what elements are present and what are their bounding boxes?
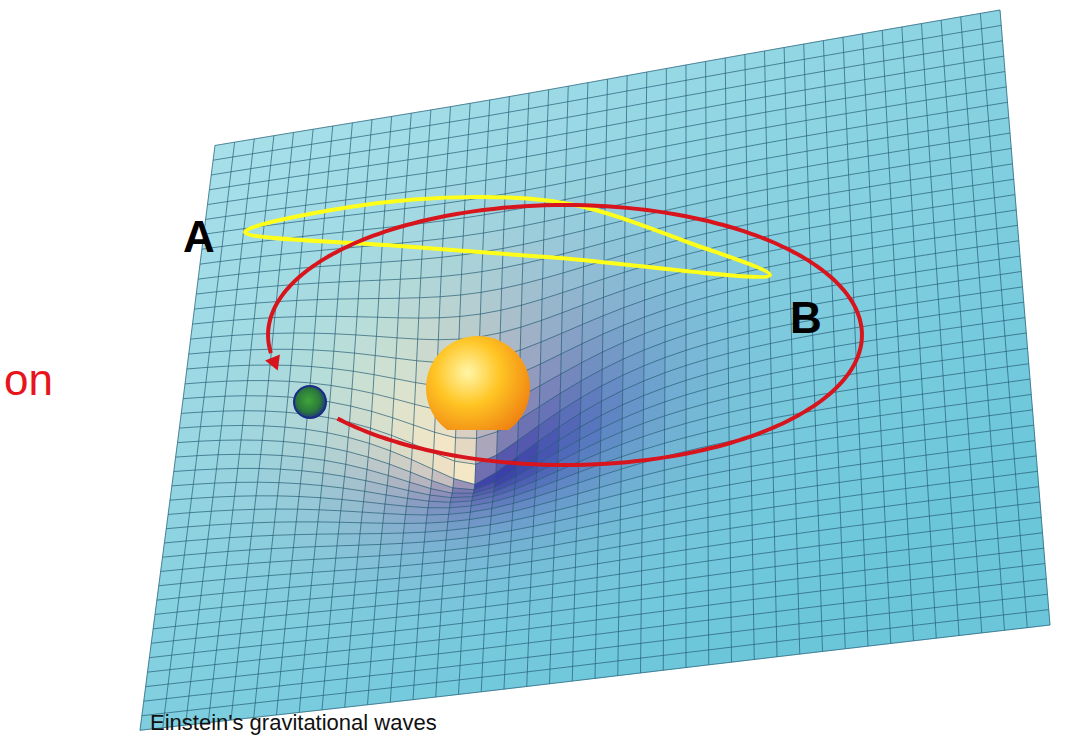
sun <box>426 336 530 430</box>
point-label: B <box>790 296 822 340</box>
spacetime-sheet <box>140 10 1050 730</box>
orbit-arrowhead <box>265 355 280 371</box>
point-label: A <box>183 215 215 259</box>
planet <box>294 386 326 418</box>
slide-text: on <box>4 358 53 402</box>
caption: Einstein's gravitational waves <box>150 712 437 734</box>
orbit <box>268 205 862 465</box>
